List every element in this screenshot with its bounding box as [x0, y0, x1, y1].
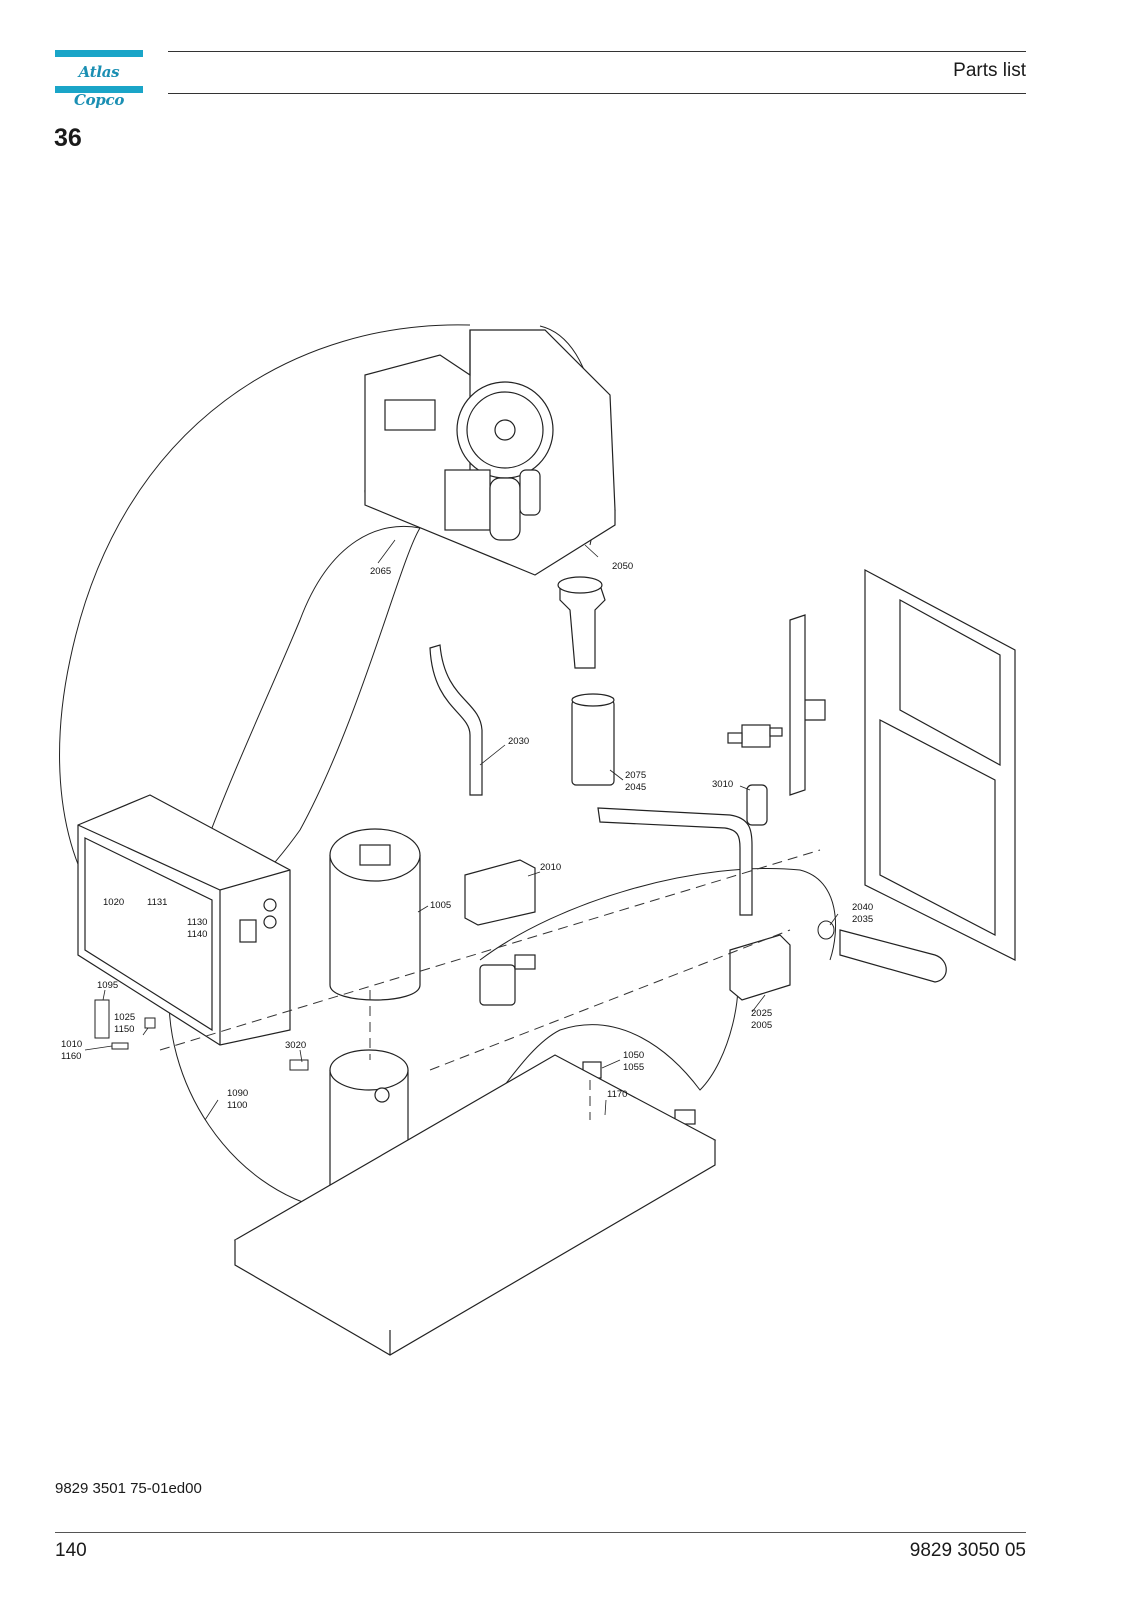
side-panel: [864, 569, 1016, 961]
filter-housing: [557, 576, 606, 669]
atlas-copco-logo: Atlas Copco: [55, 50, 143, 109]
label-1170: 1170: [607, 1089, 627, 1100]
label-1095: 1095: [97, 980, 118, 991]
section-title: Parts list: [953, 60, 1026, 81]
filter-3010: [746, 784, 768, 826]
header-rule-bottom: [168, 93, 1026, 94]
manual-number: 9829 3050 05: [909, 1540, 1026, 1561]
label-1131: 1131: [147, 897, 167, 908]
label-2010: 2010: [540, 862, 561, 873]
cover-2025: [729, 934, 791, 1001]
label-2035: 2035: [852, 914, 873, 925]
header-rule-top: [168, 51, 1026, 52]
hose-2040-end: [817, 920, 835, 940]
label-1025: 1025: [114, 1012, 135, 1023]
valve-block: [727, 724, 783, 748]
filter-element: [571, 693, 615, 786]
logo-bar-top: [55, 50, 143, 57]
label-1140: 1140: [187, 929, 207, 940]
page-number: 140: [55, 1540, 87, 1561]
label-2030: 2030: [508, 736, 529, 747]
pipe-2045: [597, 807, 753, 916]
hose-2040: [839, 929, 947, 983]
label-2045: 2045: [625, 782, 646, 793]
logo-bar-bottom: [55, 86, 143, 93]
part-3020: [289, 1059, 309, 1071]
label-1050: 1050: [623, 1050, 644, 1061]
label-2025: 2025: [751, 1008, 772, 1019]
condensing-unit: [364, 329, 616, 576]
part-1010: [111, 1042, 129, 1050]
label-1055: 1055: [623, 1062, 644, 1073]
label-1090: 1090: [227, 1088, 248, 1099]
label-2050: 2050: [612, 561, 633, 572]
label-1010: 1010: [61, 1039, 82, 1050]
label-3010: 3010: [712, 779, 733, 790]
bracket: [789, 614, 826, 796]
tank-1005: [329, 828, 421, 1001]
document-id: 9829 3501 75-01ed00: [55, 1480, 202, 1497]
label-2065: 2065: [370, 566, 391, 577]
pump-left: [479, 954, 536, 1006]
footer-rule: [55, 1532, 1026, 1533]
label-2040: 2040: [852, 902, 873, 913]
chapter-number: 36: [54, 124, 82, 152]
electrical-cabinet: [77, 794, 291, 1046]
exploded-parts-diagram: 2065 2050 2030 2075 2045 3010 2010 1005 …: [59, 324, 1016, 1356]
part-1025: [144, 1017, 156, 1029]
label-1005: 1005: [430, 900, 451, 911]
cover-2010: [464, 859, 536, 926]
label-1130: 1130: [187, 917, 207, 928]
label-2075: 2075: [625, 770, 646, 781]
label-1150: 1150: [114, 1024, 134, 1035]
label-1160: 1160: [61, 1051, 81, 1062]
part-1095: [94, 999, 110, 1039]
part-labels: 2065 2050 2030 2075 2045 3010 2010 1005 …: [61, 561, 873, 1111]
label-2005: 2005: [751, 1020, 772, 1031]
label-1020: 1020: [103, 897, 124, 908]
label-3020: 3020: [285, 1040, 306, 1051]
logo-text: Atlas Copco: [73, 63, 125, 109]
label-1100: 1100: [227, 1100, 247, 1111]
hose-2030: [429, 644, 483, 796]
base-frame: [233, 1054, 717, 1356]
